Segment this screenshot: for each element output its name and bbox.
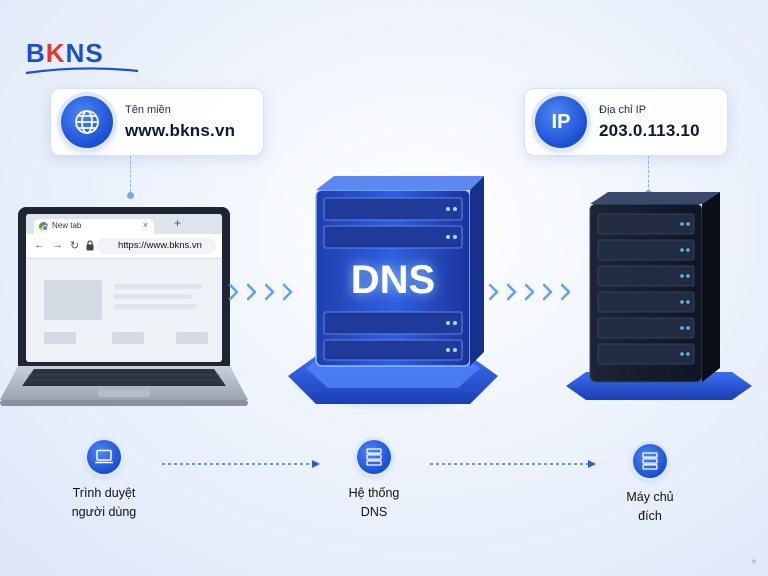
ip-badge-icon: IP <box>535 96 587 148</box>
domain-label: Tên miền <box>125 103 171 116</box>
globe-icon <box>61 96 113 148</box>
address-bar: ← → ↻ https://www.bkns.vn <box>26 234 222 259</box>
button-placeholder <box>112 332 144 344</box>
connector-dot <box>127 192 134 199</box>
browser-tab[interactable]: New tab × <box>34 219 154 234</box>
url-input[interactable]: https://www.bkns.vn <box>96 238 216 254</box>
ip-card: IP Địa chỉ IP 203.0.113.10 <box>524 88 728 156</box>
logo-letter-k: K <box>45 38 66 68</box>
step-label-line: Máy chủ <box>626 490 674 504</box>
dns-label: DNS <box>350 258 436 302</box>
step-label-server: Máy chủ đích <box>590 488 710 526</box>
laptop-icon <box>87 440 121 474</box>
server-icon <box>633 444 667 478</box>
lock-icon <box>86 240 94 251</box>
step-label-dns: Hệ thống DNS <box>314 484 434 522</box>
ip-label: Địa chỉ IP <box>599 103 647 116</box>
chrome-icon <box>39 222 48 231</box>
step-label-line: người dùng <box>71 505 137 519</box>
button-placeholder <box>176 332 208 344</box>
sparkle-watermark-icon: ✦ <box>749 557 758 568</box>
data-flow-arrows <box>226 283 576 301</box>
browser-window: New tab × + ← → ↻ https://www.bkns.vn <box>26 214 222 362</box>
step-label-line: DNS <box>360 505 388 519</box>
text-placeholder <box>114 294 192 299</box>
step-label-line: Trình duyệt <box>72 486 136 500</box>
domain-value: www.bkns.vn <box>125 120 236 140</box>
step-arrow <box>162 460 320 468</box>
button-placeholder <box>44 332 76 344</box>
domain-card: Tên miền www.bkns.vn <box>50 88 264 156</box>
tab-title: New tab <box>52 221 82 230</box>
dns-server-tower <box>288 176 498 413</box>
forward-arrow-icon[interactable]: → <box>52 239 63 251</box>
logo-letters-ns: NS <box>65 38 104 68</box>
close-icon[interactable]: × <box>142 220 148 230</box>
ip-value: 203.0.113.10 <box>599 120 700 140</box>
connector-line <box>130 156 131 192</box>
server-stack-icon <box>357 440 391 474</box>
logo-swoosh-icon <box>25 67 139 75</box>
back-arrow-icon[interactable]: ← <box>34 239 45 251</box>
text-placeholder <box>114 284 202 289</box>
destination-server <box>566 192 752 400</box>
step-arrow <box>430 460 596 468</box>
step-label-line: Hệ thống <box>348 486 400 500</box>
brand-logo: BKNS <box>26 38 104 69</box>
step-label-browser: Trình duyệt người dùng <box>44 484 164 522</box>
laptop-keyboard-icon <box>0 366 248 406</box>
connector-line <box>648 156 649 192</box>
url-text: https://www.bkns.vn <box>118 240 202 251</box>
new-tab-button[interactable]: + <box>174 216 182 230</box>
reload-icon[interactable]: ↻ <box>70 240 80 252</box>
text-placeholder <box>114 304 196 309</box>
tab-bar: New tab × + <box>26 214 222 234</box>
content-placeholder <box>44 280 102 320</box>
step-label-line: đích <box>638 509 662 523</box>
logo-letter-b: B <box>26 38 46 68</box>
